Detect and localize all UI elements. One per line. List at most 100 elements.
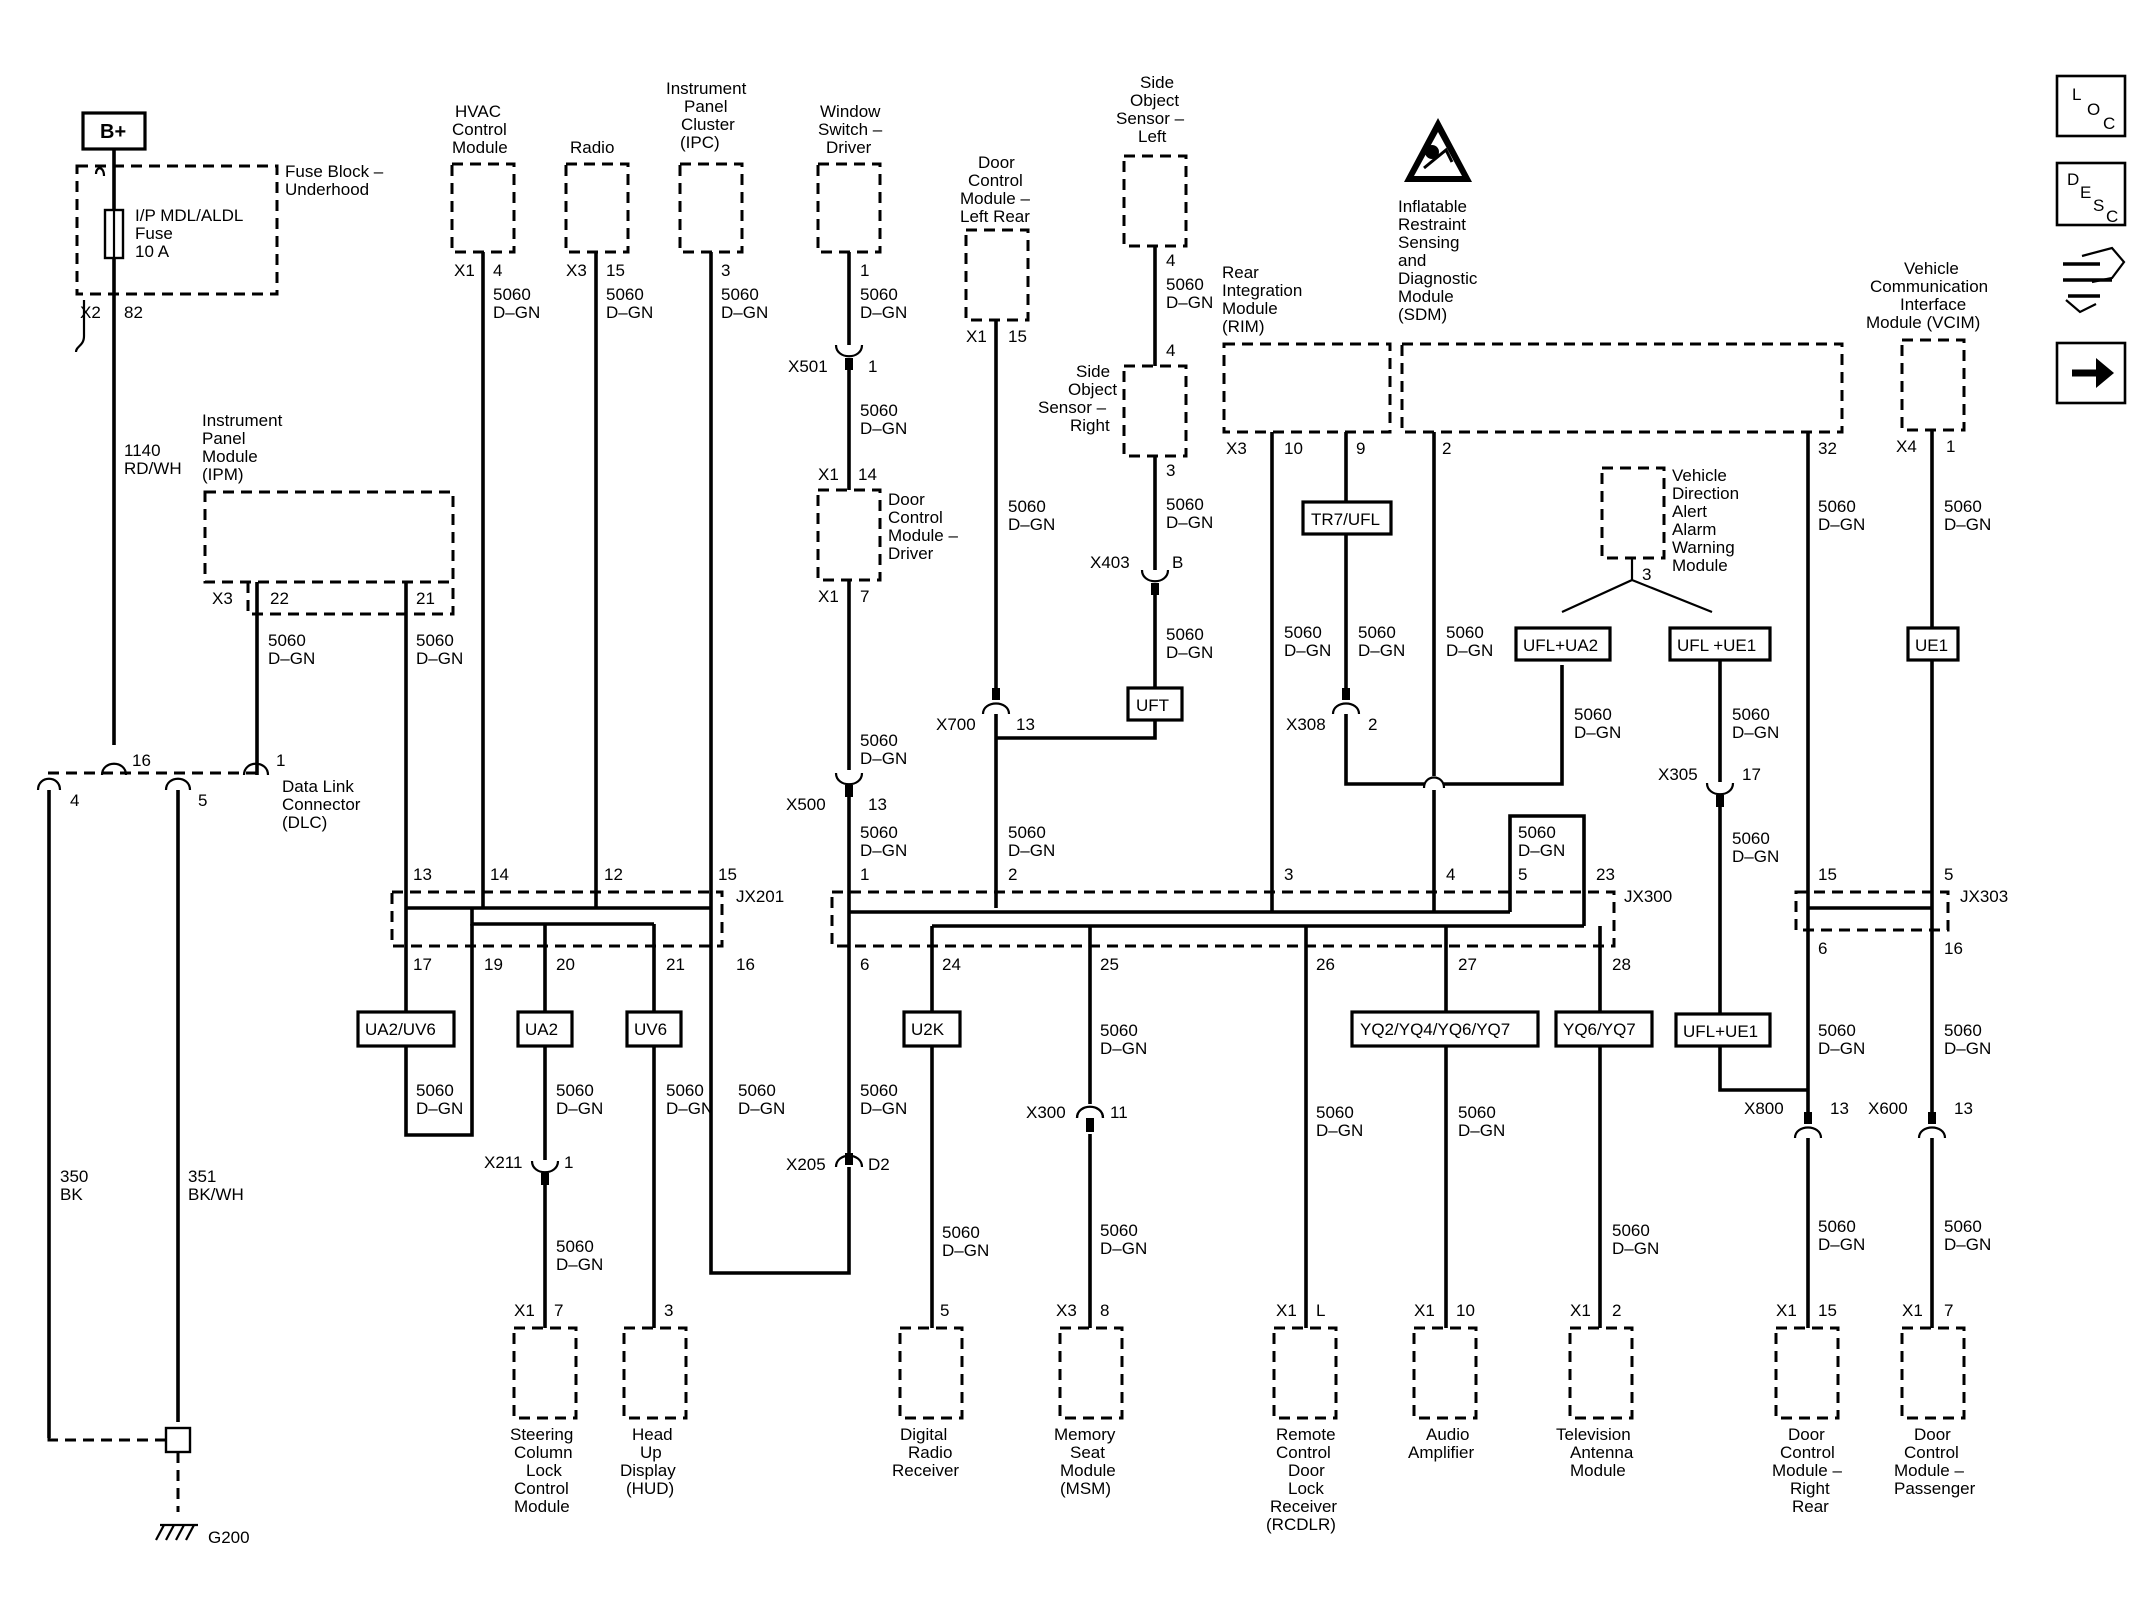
pin-x305-17: 17 [1742,765,1761,784]
svg-text:U2K: U2K [911,1020,945,1039]
next-arrow-icon[interactable] [2055,341,2127,405]
svg-text:YQ2/YQ4/YQ6/YQ7: YQ2/YQ4/YQ6/YQ7 [1360,1020,1510,1039]
pin-x403-b: B [1172,553,1183,572]
splice-pack-jx201 [390,890,724,948]
pin-jx303-16: 16 [1944,939,1963,958]
desc-letter-s: S [2093,196,2104,215]
connector-x300: X300 [1026,1103,1066,1122]
pin-jx201-13: 13 [413,865,432,884]
pin-jx303-6: 6 [1818,939,1827,958]
pin-jx300-3: 3 [1284,865,1293,884]
radio-label: Radio [570,138,614,157]
pin-jx201-19: 19 [484,955,503,974]
loc-letter-o: O [2087,100,2100,119]
connector-g200: G200 [208,1528,250,1547]
connector-x403: X403 [1090,553,1130,572]
connector-x305: X305 [1658,765,1698,784]
pin-ipc-3: 3 [721,261,730,280]
loc-letter-l: L [2072,85,2081,104]
pin-dlc-16: 16 [132,751,151,770]
remote-control-door-lock-receiver [1272,1326,1338,1420]
pin-jx201-14: 14 [490,865,509,884]
pin-radio-15: 15 [606,261,625,280]
option-yq2-yq4-yq6-yq7 [1350,1010,1540,1048]
desc-letter-d: D [2067,170,2079,189]
pin-hvac-4: 4 [493,261,502,280]
connector-x1-pass: X1 [1902,1301,1923,1320]
pin-ipm-22: 22 [270,589,289,608]
fuse-block-underhood [75,164,279,296]
option-ua2 [516,1010,574,1048]
pin-pass-7: 7 [1944,1301,1953,1320]
option-yq6-yq7 [1554,1010,1654,1048]
television-antenna-module [1568,1326,1634,1420]
side-object-sensor-right [1122,364,1188,458]
audio-amplifier [1412,1326,1478,1420]
connector-x1-tv: X1 [1570,1301,1591,1320]
desc-letter-c: C [2106,207,2118,226]
pin-dd-14: 14 [858,465,877,484]
pin-jx201-15: 15 [718,865,737,884]
option-ua2-uv6 [356,1010,456,1048]
vehicle-direction-alert-module [1600,466,1666,560]
pin-jx300-23: 23 [1596,865,1615,884]
pin-sor-4: 4 [1166,341,1175,360]
side-object-sensor-left [1122,154,1188,248]
connector-x3-msm: X3 [1056,1301,1077,1320]
pin-rim-9: 9 [1356,439,1365,458]
desc-icon[interactable]: D E S C [2055,161,2127,227]
pin-jx303-15: 15 [1818,865,1837,884]
connector-x600: X600 [1868,1099,1908,1118]
digital-radio-receiver [898,1326,964,1420]
pin-window-1: 1 [860,261,869,280]
ground-splice [164,1426,192,1454]
pin-drr-5: 5 [940,1301,949,1320]
pin-dlc-1: 1 [276,751,285,770]
svg-text:YQ6/YQ7: YQ6/YQ7 [1563,1020,1636,1039]
pin-jx300-26: 26 [1316,955,1335,974]
connector-jx300: JX300 [1624,887,1672,906]
ipm-module [203,490,455,584]
loc-icon[interactable]: L O C [2055,74,2127,138]
pin-jx201-20: 20 [556,955,575,974]
schematic-symbol-icon[interactable] [2063,246,2126,314]
pin-hud-3: 3 [664,1301,673,1320]
memory-seat-module [1058,1326,1124,1420]
connector-x1-amp: X1 [1414,1301,1435,1320]
hvac-module [450,162,516,254]
connector-x500: X500 [786,795,826,814]
radio-module [564,162,630,254]
pin-x700-13: 13 [1016,715,1035,734]
pin-tv-2: 2 [1612,1301,1621,1320]
door-control-module-left-rear [964,228,1030,322]
airbag-caution-icon [1404,118,1472,182]
connector-x700: X700 [936,715,976,734]
svg-text:UFL+UE1: UFL+UE1 [1683,1022,1758,1041]
sdm-module [1400,342,1844,434]
